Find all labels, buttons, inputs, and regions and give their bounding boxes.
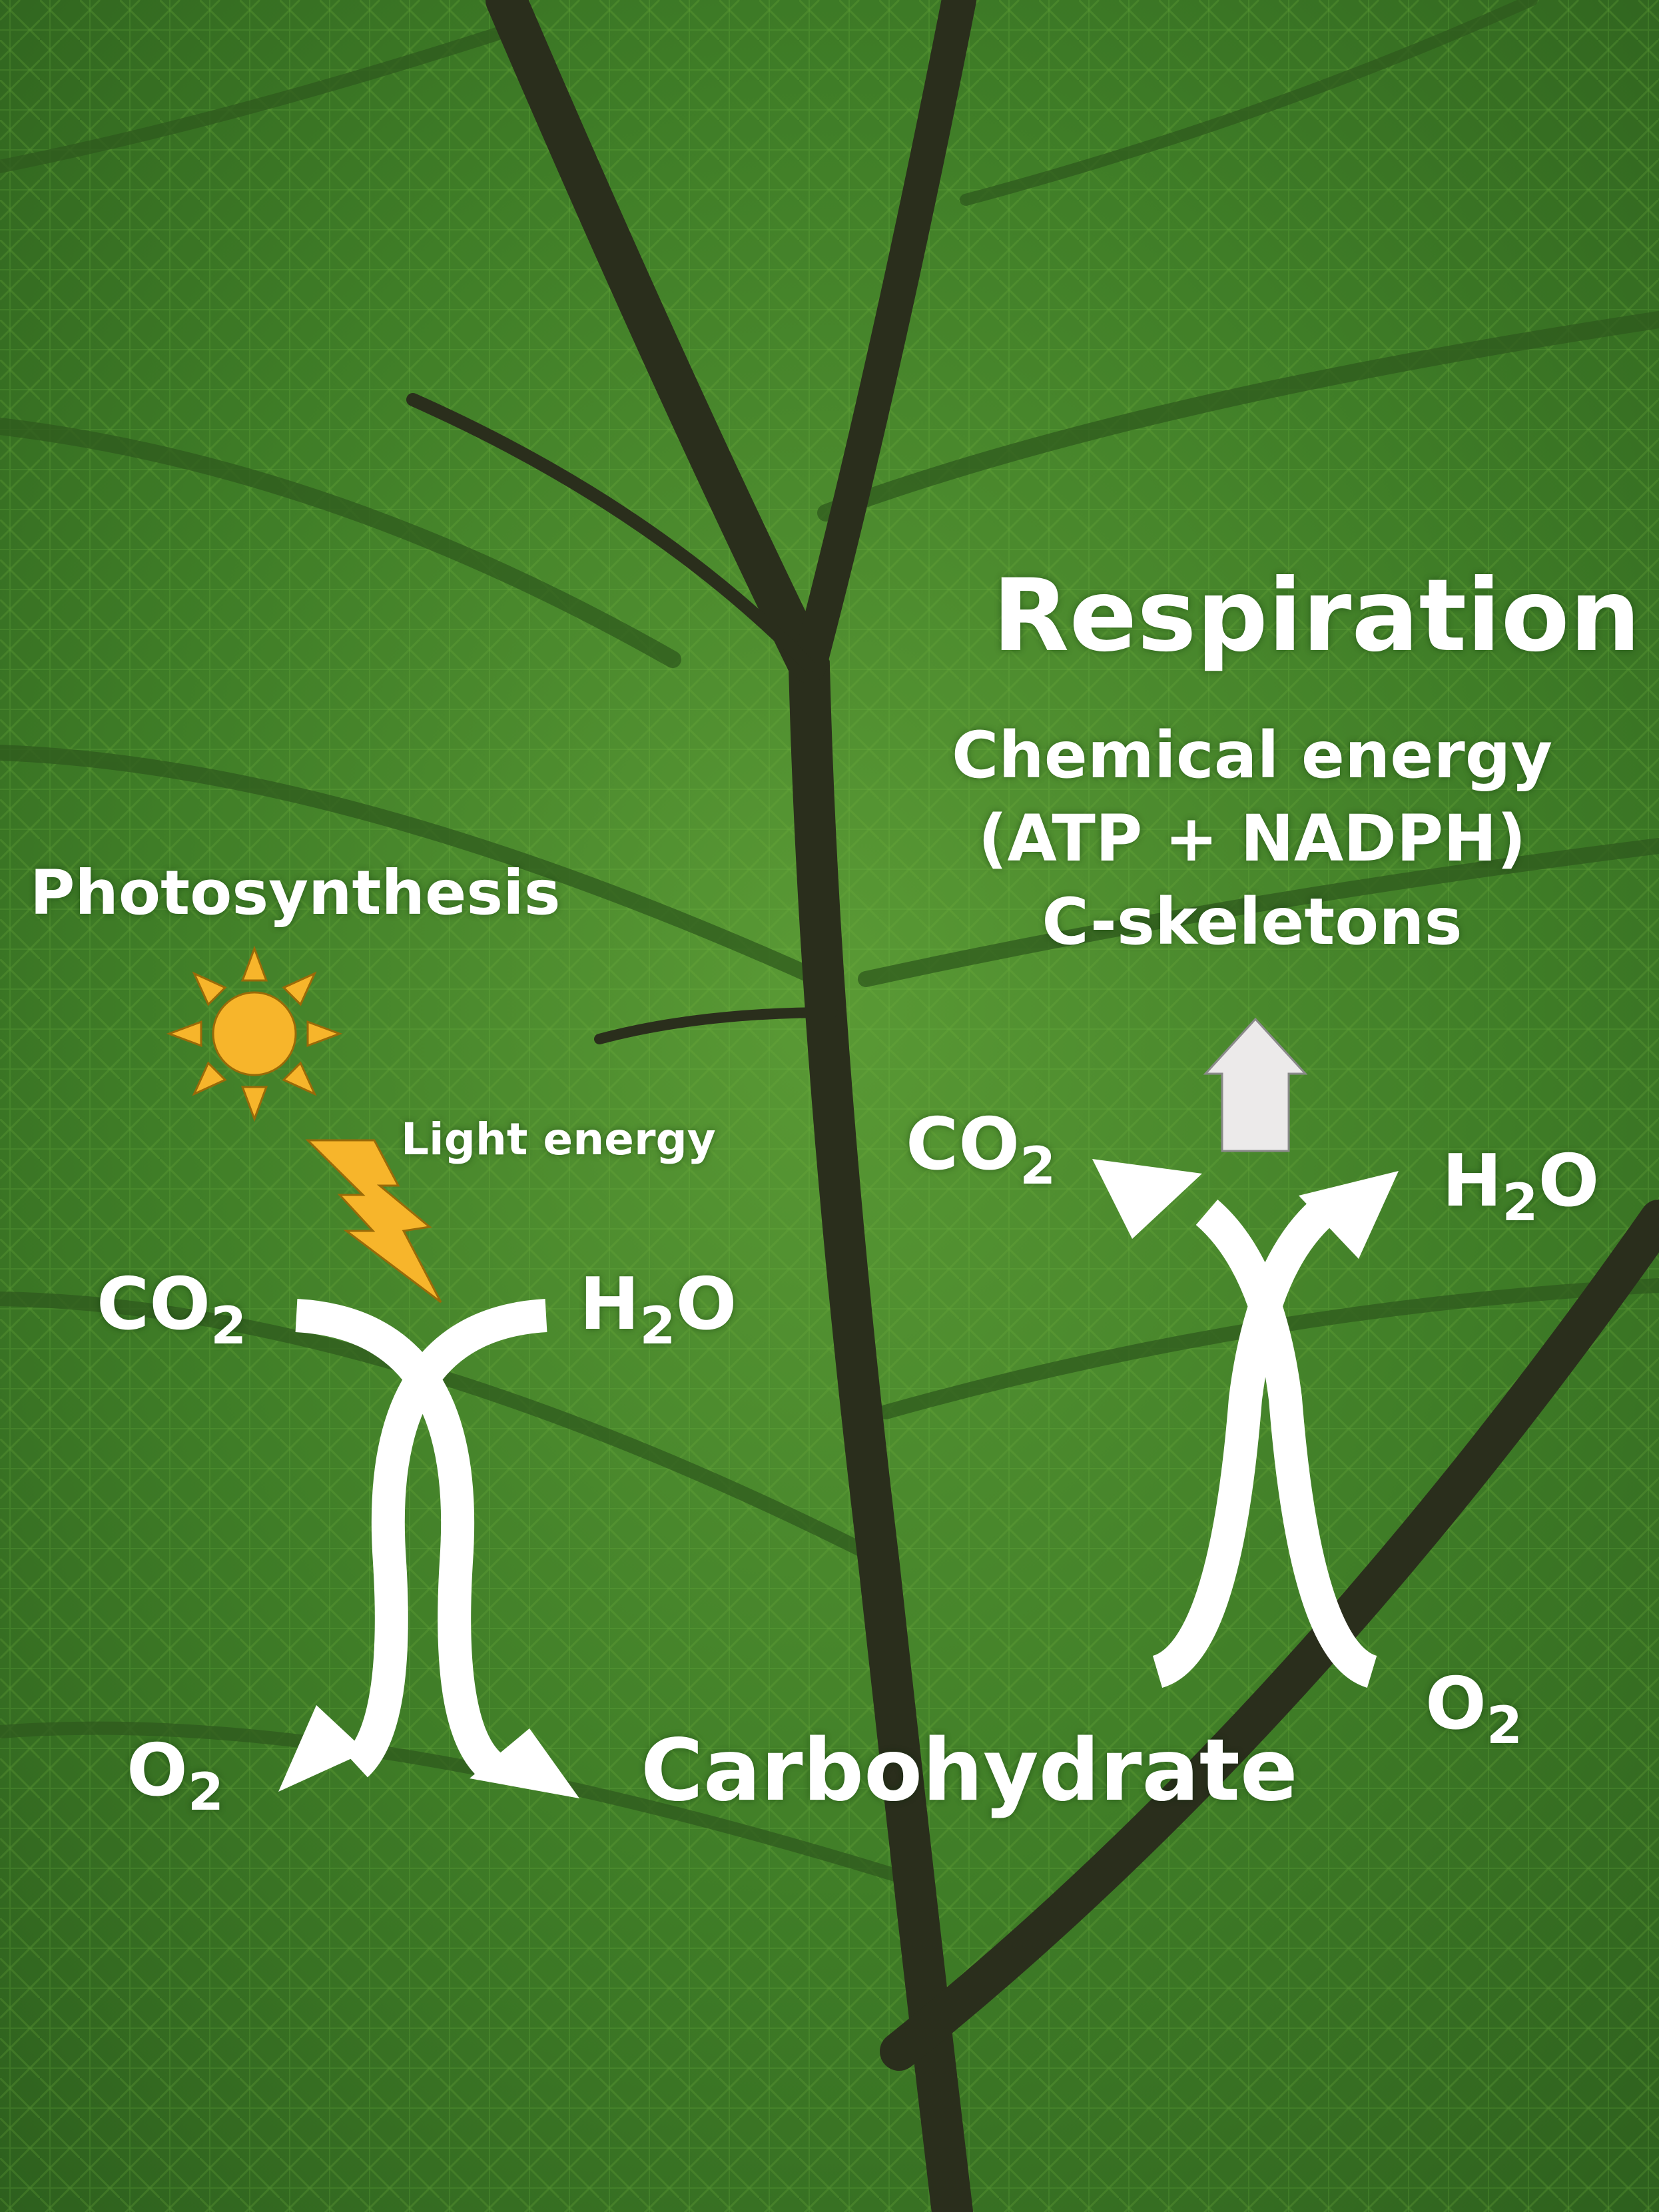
product-c-skeletons: C-skeletons: [1042, 884, 1463, 959]
arrowhead-o2: [278, 1705, 366, 1792]
sun-ray: [240, 1086, 268, 1122]
photosynthesis-o2-output: O2: [127, 1729, 224, 1822]
flow-arrow-carb-to-h2o: [1152, 1200, 1333, 1688]
flow-arrow-o2-to-co2: [1195, 1200, 1378, 1688]
arrowhead-co2: [1092, 1159, 1202, 1239]
carbohydrate-label: Carbohydrate: [641, 1721, 1298, 1820]
sun-ray: [306, 1020, 343, 1048]
photosynthesis-title: Photosynthesis: [30, 857, 561, 928]
sun-ray: [166, 1020, 202, 1048]
sun-ray: [282, 1061, 317, 1096]
sun-icon: [166, 945, 343, 1122]
photosynthesis-h2o-input: H2O: [579, 1263, 737, 1356]
flow-arrow-co2-to-carbohydrate: [295, 1299, 501, 1778]
main-veins: [406, 0, 1659, 2212]
arrowhead-h2o: [1299, 1171, 1399, 1259]
respiration-co2-output: CO2: [906, 1103, 1056, 1196]
sun-ray: [240, 945, 268, 982]
respiration-flow-arrows: [1152, 1200, 1378, 1688]
photosynthesis-flow-arrows: [295, 1299, 547, 1778]
up-arrow-icon: [1203, 1017, 1308, 1152]
arrowhead-carbohydrate: [470, 1728, 579, 1798]
sun-body: [212, 991, 297, 1076]
photosynthesis-co2-input: CO2: [97, 1263, 247, 1356]
light-energy-label: Light energy: [401, 1114, 716, 1165]
sun-ray: [192, 971, 227, 1006]
product-atp-nadph: (ATP + NADPH): [978, 801, 1526, 876]
respiration-title: Respiration: [992, 558, 1641, 674]
lightning-icon: [305, 1139, 442, 1303]
sun-ray: [282, 971, 317, 1006]
respiration-h2o-output: H2O: [1442, 1140, 1600, 1233]
flow-arrow-h2o-to-o2: [344, 1299, 547, 1778]
product-chemical-energy: Chemical energy: [951, 718, 1553, 793]
respiration-products: Chemical energy (ATP + NADPH) C-skeleton…: [926, 714, 1578, 963]
sun-ray: [192, 1061, 227, 1096]
respiration-o2-input: O2: [1425, 1662, 1522, 1756]
